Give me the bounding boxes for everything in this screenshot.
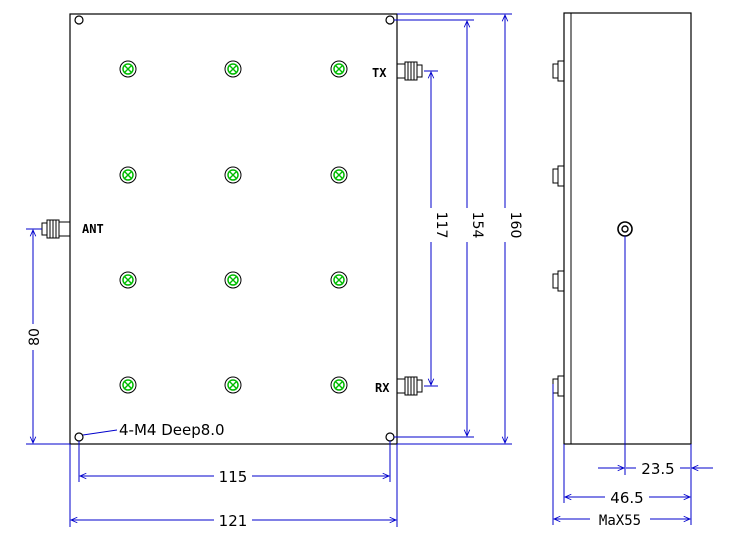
mounting-hole-top-right <box>385 15 395 25</box>
side-connectors <box>552 60 565 397</box>
dimension-overall-width: 121 <box>71 511 396 530</box>
screw-r1-c2 <box>224 60 242 78</box>
mounting-hole-top-left <box>74 15 84 25</box>
screw-r4-c1 <box>119 376 137 394</box>
side-connector-1 <box>552 60 565 82</box>
side-connector-3 <box>552 270 565 292</box>
rx-label: RX <box>375 381 390 395</box>
hole-callout-leader <box>82 429 118 436</box>
dimension-tx-rx: 117 <box>424 72 449 385</box>
hole-callout-text: 4-M4 Deep8.0 <box>119 421 225 439</box>
ant-connector <box>41 219 71 239</box>
dimension-hole-vertical: 154 <box>460 21 485 436</box>
dimension-connector-offset: 23.5 <box>598 460 713 478</box>
side-ant-connector <box>617 221 633 237</box>
screw-r1-c1 <box>119 60 137 78</box>
rx-connector <box>396 376 423 396</box>
screw-r2-c2 <box>224 166 242 184</box>
screw-r3-c1 <box>119 271 137 289</box>
side-connector-4 <box>552 375 565 397</box>
dimension-body-depth: 46.5 <box>565 489 690 507</box>
screw-r4-c3 <box>330 376 348 394</box>
dimension-label-115: 115 <box>219 468 248 486</box>
screw-r1-c3 <box>330 60 348 78</box>
dimension-label-46-5: 46.5 <box>610 489 643 507</box>
front-view: TX RX ANT 4-M4 Deep8.0 <box>26 13 523 530</box>
screw-grid <box>119 60 348 394</box>
screw-r4-c2 <box>224 376 242 394</box>
dimension-label-23-5: 23.5 <box>641 460 674 478</box>
tx-label: TX <box>372 66 387 80</box>
ant-label: ANT <box>82 222 104 236</box>
side-housing-outline <box>563 12 692 445</box>
dimension-label-117: 117 <box>433 212 449 239</box>
dimension-ant-height: 80 <box>26 230 43 443</box>
mounting-hole-bottom-right <box>385 432 395 442</box>
mounting-hole-bottom-left <box>74 432 84 442</box>
dimension-label-160: 160 <box>507 212 523 239</box>
side-connector-2 <box>552 165 565 187</box>
screw-r2-c3 <box>330 166 348 184</box>
screw-r3-c2 <box>224 271 242 289</box>
side-view: 23.5 46.5 MaX55 <box>552 12 713 529</box>
dimension-max-depth: MaX55 <box>554 511 690 529</box>
dimension-label-121: 121 <box>219 512 248 530</box>
screw-r2-c1 <box>119 166 137 184</box>
tx-connector <box>396 61 423 81</box>
dimension-label-80: 80 <box>27 328 43 346</box>
dimension-label-max55: MaX55 <box>599 513 641 529</box>
screw-r3-c3 <box>330 271 348 289</box>
dimension-label-154: 154 <box>469 212 485 239</box>
dimension-hole-horizontal: 115 <box>80 467 389 486</box>
dimension-overall-height: 160 <box>498 15 523 443</box>
